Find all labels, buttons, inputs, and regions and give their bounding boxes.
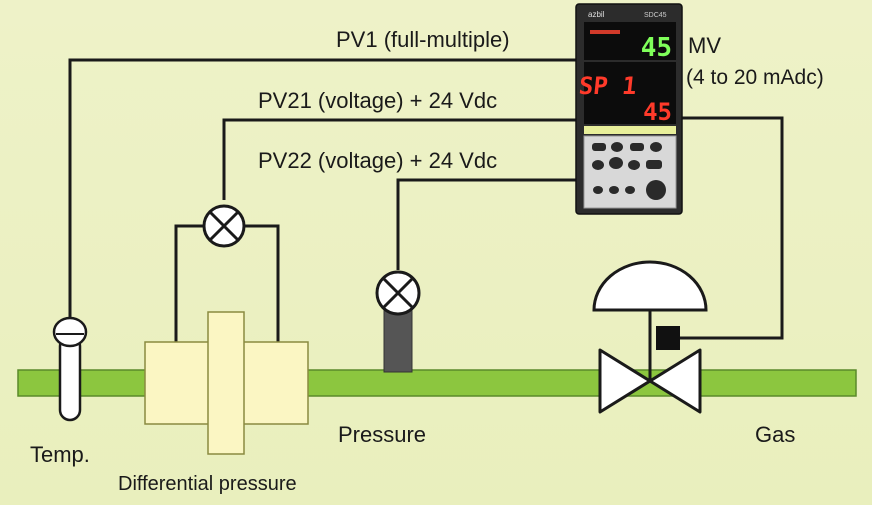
- signal-wires: [68, 58, 784, 342]
- wire-pv1: [68, 58, 578, 318]
- display-top: [584, 22, 676, 60]
- label-gas: Gas: [755, 422, 795, 447]
- label-pv22: PV22 (voltage) + 24 Vdc: [258, 148, 497, 173]
- controller: azbil SDC45 45 SP 1 45: [575, 3, 683, 215]
- dp-transmitter-icon: [202, 204, 246, 248]
- wire-pv22: [396, 178, 578, 270]
- status-strip: [584, 126, 676, 134]
- control-valve: [592, 260, 708, 414]
- display-sp-text: SP 1: [577, 72, 638, 100]
- label-pv21: PV21 (voltage) + 24 Vdc: [258, 88, 497, 113]
- display-bottom-value: 45: [643, 98, 672, 126]
- temperature-sensor: [52, 316, 88, 422]
- wire-mv: [676, 116, 784, 340]
- display-top-value: 45: [641, 33, 672, 63]
- label-mv-range: (4 to 20 mAdc): [686, 66, 824, 89]
- label-pressure: Pressure: [338, 422, 426, 447]
- controller-brand: azbil: [588, 10, 605, 19]
- wire-dp-loop: [174, 224, 204, 342]
- orifice-flange: [144, 311, 309, 455]
- pressure-transmitter: [375, 270, 421, 373]
- gas-pipe: [17, 369, 857, 397]
- label-mv: MV: [688, 33, 721, 58]
- wire-dp-loop-right: [244, 224, 280, 342]
- label-differential-pressure: Differential pressure: [118, 473, 297, 495]
- display-main: [584, 62, 676, 124]
- keypad-buttons: [592, 142, 666, 200]
- wire-pv21: [222, 118, 578, 200]
- label-temp: Temp.: [30, 442, 90, 467]
- valve-positioner: [656, 326, 680, 350]
- controller-model: SDC45: [644, 12, 667, 19]
- label-pv1: PV1 (full-multiple): [336, 27, 510, 52]
